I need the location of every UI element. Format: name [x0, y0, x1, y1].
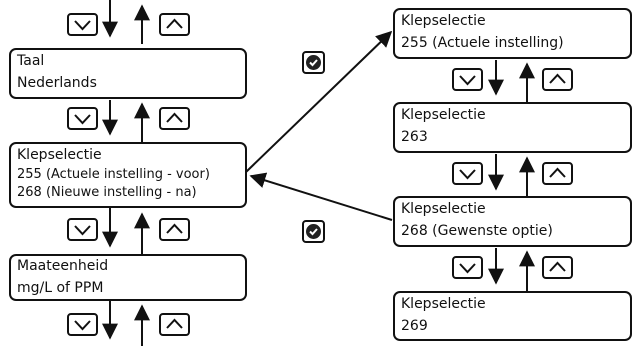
scroll-up-button[interactable]: [542, 162, 573, 185]
chevron-down-icon: [74, 320, 91, 331]
confirm-button[interactable]: [302, 220, 325, 243]
scroll-down-button[interactable]: [452, 256, 483, 279]
klepselectie-value: 268 (Gewenste optie): [401, 223, 553, 239]
klepselectie-title: Klepselectie: [401, 13, 486, 29]
klepselectie-title: Klepselectie: [17, 147, 102, 163]
scroll-up-button[interactable]: [542, 68, 573, 91]
chevron-up-icon: [549, 167, 566, 178]
chevron-down-icon: [74, 225, 91, 236]
chevron-up-icon: [166, 223, 183, 234]
klepselectie-value: 269: [401, 318, 428, 334]
klepselectie-title: Klepselectie: [401, 107, 486, 123]
chevron-up-icon: [166, 18, 183, 29]
klepselectie-title: Klepselectie: [401, 201, 486, 217]
chevron-down-icon: [74, 20, 91, 31]
scroll-down-button[interactable]: [67, 313, 98, 336]
chevron-down-icon: [459, 75, 476, 86]
klepselectie-263-screen: Klepselectie 263: [393, 102, 632, 153]
scroll-up-button[interactable]: [159, 313, 190, 336]
chevron-up-icon: [166, 112, 183, 123]
klepselectie-269-screen: Klepselectie 269: [393, 291, 632, 341]
taal-value: Nederlands: [17, 75, 97, 91]
klepselectie-255-screen: Klepselectie 255 (Actuele instelling): [393, 8, 632, 59]
scroll-up-button[interactable]: [159, 107, 190, 130]
maateenheid-value: mg/L of PPM: [17, 280, 104, 296]
scroll-down-button[interactable]: [67, 13, 98, 36]
scroll-down-button[interactable]: [452, 68, 483, 91]
klepselectie-value: 255 (Actuele instelling): [401, 35, 564, 51]
chevron-up-icon: [166, 318, 183, 329]
chevron-down-icon: [459, 169, 476, 180]
chevron-down-icon: [459, 263, 476, 274]
taal-title: Taal: [17, 53, 45, 69]
maateenheid-screen: Maateenheid mg/L of PPM: [9, 254, 247, 301]
chevron-up-icon: [549, 261, 566, 272]
klepselectie-title: Klepselectie: [401, 296, 486, 312]
confirm-button[interactable]: [302, 51, 325, 74]
klepselectie-current: 255 (Actuele instelling - voor): [17, 167, 210, 182]
scroll-down-button[interactable]: [452, 162, 483, 185]
scroll-down-button[interactable]: [67, 107, 98, 130]
klepselectie-268-screen: Klepselectie 268 (Gewenste optie): [393, 196, 632, 247]
klepselectie-value: 263: [401, 129, 428, 145]
maateenheid-title: Maateenheid: [17, 258, 109, 274]
scroll-up-button[interactable]: [542, 256, 573, 279]
klepselectie-new: 268 (Nieuwe instelling - na): [17, 185, 197, 200]
chevron-up-icon: [549, 73, 566, 84]
taal-screen: Taal Nederlands: [9, 48, 247, 99]
scroll-down-button[interactable]: [67, 218, 98, 241]
scroll-up-button[interactable]: [159, 218, 190, 241]
klepselectie-screen: Klepselectie 255 (Actuele instelling - v…: [9, 142, 247, 208]
scroll-up-button[interactable]: [159, 13, 190, 36]
chevron-down-icon: [74, 114, 91, 125]
